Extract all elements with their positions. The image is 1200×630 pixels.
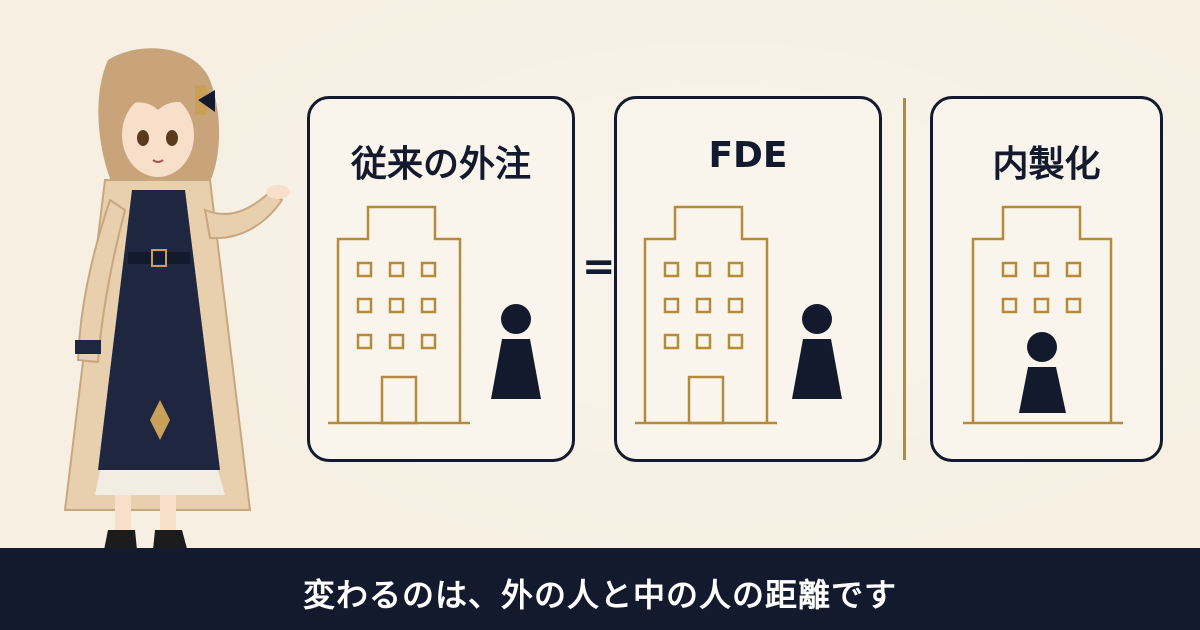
building-icon [963, 205, 1123, 425]
person-icon [491, 304, 541, 399]
person-icon [1019, 332, 1066, 413]
building-icon [328, 205, 470, 425]
card-traditional-outsourcing: 従来の外注 [307, 96, 575, 462]
person-icon [792, 304, 842, 399]
equals-sign: = [582, 244, 616, 290]
card-fde: FDE [614, 96, 882, 462]
building-icon [635, 205, 777, 425]
card-illustration [328, 205, 541, 425]
caption-text: 変わるのは、外の人と中の人の距離です [302, 576, 897, 614]
card-illustration [635, 205, 842, 425]
card-illustration [963, 205, 1123, 425]
guide-character-illustration [63, 48, 290, 560]
caption-bar: 変わるのは、外の人と中の人の距離です [0, 548, 1200, 630]
card-title: 内製化 [992, 144, 1101, 185]
section-divider [903, 98, 906, 460]
card-in-house: 内製化 [930, 96, 1163, 462]
card-title: FDE [708, 135, 788, 176]
card-title: 従来の外注 [350, 144, 531, 185]
